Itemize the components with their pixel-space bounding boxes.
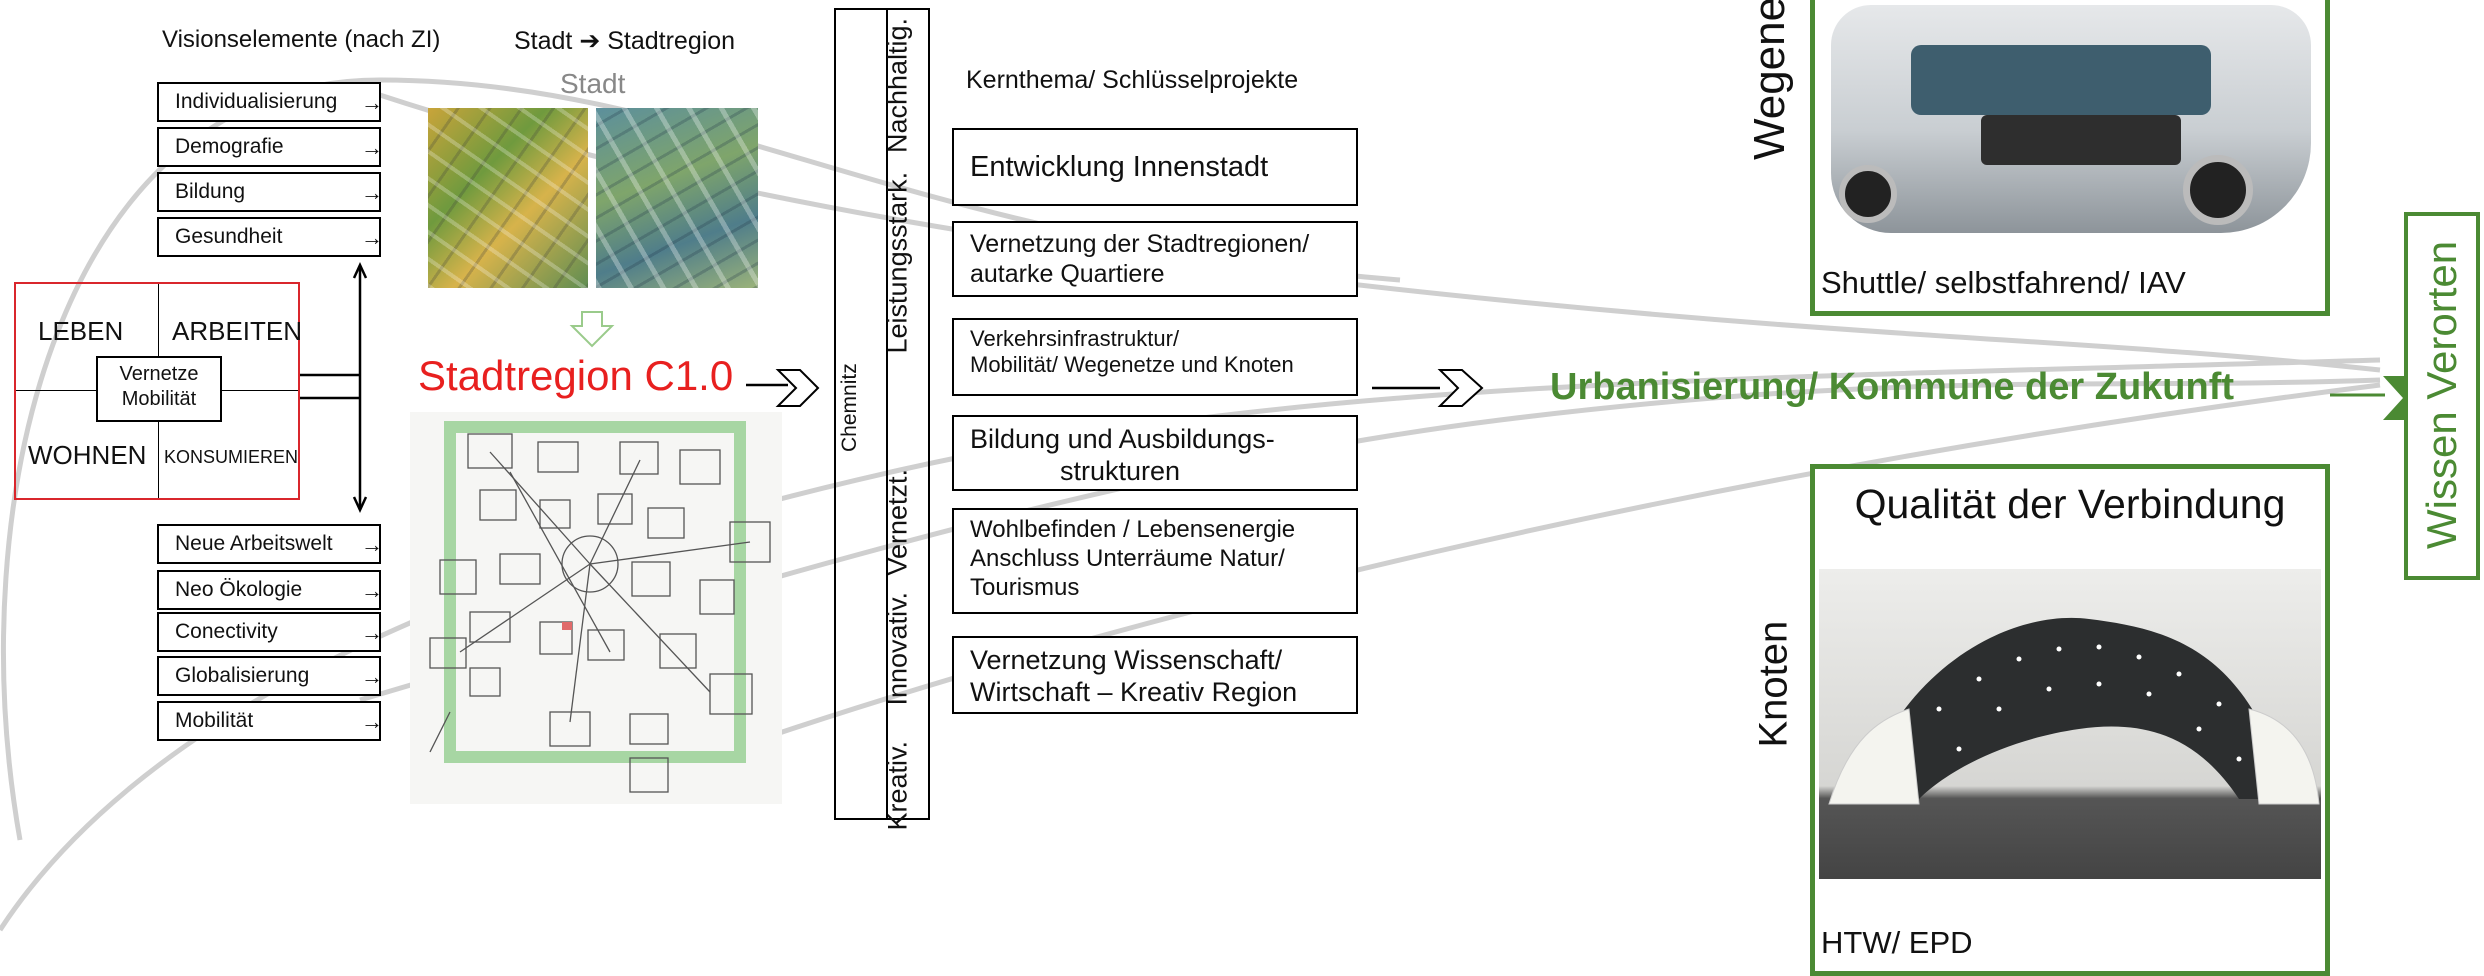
attribute-leistungsstark: Leistungsstark. xyxy=(882,171,913,354)
chevron-shape xyxy=(1437,369,1484,407)
attribute-vernetzt: Vernetzt. xyxy=(882,468,913,576)
quadrant-leben: LEBEN xyxy=(38,316,124,346)
chemnitz-label: Chemnitz xyxy=(838,363,861,452)
vision-item: Globalisierung → xyxy=(157,656,383,696)
arrow-right-icon: → xyxy=(361,135,383,160)
project-line: Wohlbefinden / Lebensenergie xyxy=(970,516,1296,543)
vision-item: Neo Ökologie → xyxy=(157,570,383,610)
vision-item-label: Mobilität xyxy=(175,709,254,732)
vision-item-label: Neue Arbeitswelt xyxy=(175,532,333,555)
curve-lower xyxy=(699,382,2381,763)
vision-item-label: Neo Ökologie xyxy=(175,578,303,601)
arrow-right-icon: → xyxy=(361,664,383,689)
verbindung-title: Qualität der Verbindung xyxy=(1854,481,2286,527)
project-line: Vernetzung der Stadtregionen/ xyxy=(970,230,1310,258)
arrow-right-icon: → xyxy=(361,620,383,645)
project-line: Bildung und Ausbildungs- xyxy=(970,424,1275,454)
vision-item: Bildung → xyxy=(157,172,383,212)
curve-left-loop xyxy=(1,77,1401,841)
project-line: Tourismus xyxy=(970,573,1080,601)
knoten-label: Knoten xyxy=(1751,620,1796,748)
project-box: Wohlbefinden / Lebensenergie Anschluss U… xyxy=(952,508,1358,614)
arrow-right-icon: → xyxy=(361,709,383,734)
wissen-verorten-box xyxy=(2404,212,2480,580)
project-box: Bildung und Ausbildungs- strukturen xyxy=(952,415,1358,491)
vernetze-mobilitaet-box: Vernetze Mobilität xyxy=(96,356,222,422)
attribute-nachhaltig: Nachhaltig. xyxy=(882,17,913,154)
project-box: Vernetzung der Stadtregionen/ autarke Qu… xyxy=(952,221,1358,297)
lebensbereiche-quadrant: LEBEN ARBEITEN WOHNEN KONSUMIEREN Vernet… xyxy=(14,282,303,500)
vision-item-label: Conectivity xyxy=(175,620,278,643)
attribute-kreativ: Kreativ. xyxy=(882,740,913,831)
project-line: strukturen xyxy=(1060,456,1181,487)
quadrant-wohnen: WOHNEN xyxy=(28,440,147,470)
vertical-attributes-bar xyxy=(834,8,930,820)
city-aerial-image-1 xyxy=(428,108,588,288)
project-line: Mobilität/ Wegenetze und Knoten xyxy=(970,352,1294,378)
center-line-2: Mobilität xyxy=(121,388,197,410)
chevron-shape xyxy=(775,369,820,407)
project-box: Vernetzung Wissenschaft/ Wirtschaft – Kr… xyxy=(952,636,1358,714)
vision-item: Neue Arbeitswelt → xyxy=(157,524,383,564)
shuttle-caption: Shuttle/ selbstfahrend/ IAV xyxy=(1821,265,2186,300)
verbindung-frame: Qualität der Verbindung HTW/ EPD xyxy=(1810,464,2330,976)
vision-heading: Visionselemente (nach ZI) xyxy=(162,26,441,53)
vision-item-label: Gesundheit xyxy=(175,225,283,248)
quadrant-konsumieren: KONSUMIEREN xyxy=(164,447,299,467)
stadt-map-label: Stadt xyxy=(560,68,626,99)
project-box: Verkehrsinfrastruktur/ Mobilität/ Wegene… xyxy=(952,318,1358,396)
htw-caption: HTW/ EPD xyxy=(1821,925,1973,960)
wegenetz-label: Wegenetz xyxy=(1745,0,1794,160)
arrow-right-icon: → xyxy=(361,578,383,603)
vision-item: Mobilität → xyxy=(157,701,383,741)
vision-item-label: Demografie xyxy=(175,135,284,158)
city-aerial-image-2 xyxy=(596,108,758,288)
main-title: Urbanisierung/ Kommune der Zukunft xyxy=(1550,366,2235,408)
stadtregion-title: Stadtregion C1.0 xyxy=(418,352,734,399)
vision-item-label: Individualisierung xyxy=(175,90,338,113)
stadt-heading: Stadt ➔ Stadtregion xyxy=(514,27,736,55)
project-line: Wirtschaft – Kreativ Region xyxy=(970,677,1298,708)
vision-item-label: Bildung xyxy=(175,180,246,203)
shuttle-image xyxy=(1831,5,2311,233)
arrow-right-icon: → xyxy=(361,532,383,557)
quadrant-arbeiten: ARBEITEN xyxy=(172,316,303,346)
wissen-verorten-label: Wissen Verorten xyxy=(2418,240,2465,549)
project-line: Entwicklung Innenstadt xyxy=(970,151,1269,183)
vision-item-label: Globalisierung xyxy=(175,664,310,687)
vision-item: Individualisierung → xyxy=(157,82,383,122)
projects-heading: Kernthema/ Schlüsselprojekte xyxy=(966,66,1299,94)
project-line: Verkehrsinfrastruktur/ xyxy=(970,326,1180,351)
shuttle-frame: Shuttle/ selbstfahrend/ IAV xyxy=(1810,0,2330,316)
attribute-innovativ: Innovativ. xyxy=(882,591,913,706)
sketch-drawing xyxy=(429,421,771,793)
arrow-right-icon: → xyxy=(361,180,383,205)
arrow-right-icon: → xyxy=(361,90,383,115)
project-line: Vernetzung Wissenschaft/ xyxy=(970,645,1283,675)
stadtregion-sketch xyxy=(410,412,782,804)
pavilion-drawing xyxy=(1828,617,2320,805)
knoten-pavilion-image xyxy=(1819,569,2321,879)
vision-item: Demografie → xyxy=(157,127,383,167)
project-line: Anschluss Unterräume Natur/ xyxy=(970,544,1285,572)
center-line-1: Vernetze xyxy=(119,363,199,385)
vision-item: Gesundheit → xyxy=(157,217,383,257)
vision-item: Conectivity → xyxy=(157,612,383,652)
project-line: autarke Quartiere xyxy=(970,260,1165,288)
project-box: Entwicklung Innenstadt xyxy=(952,128,1358,206)
arrow-right-icon: → xyxy=(361,225,383,250)
